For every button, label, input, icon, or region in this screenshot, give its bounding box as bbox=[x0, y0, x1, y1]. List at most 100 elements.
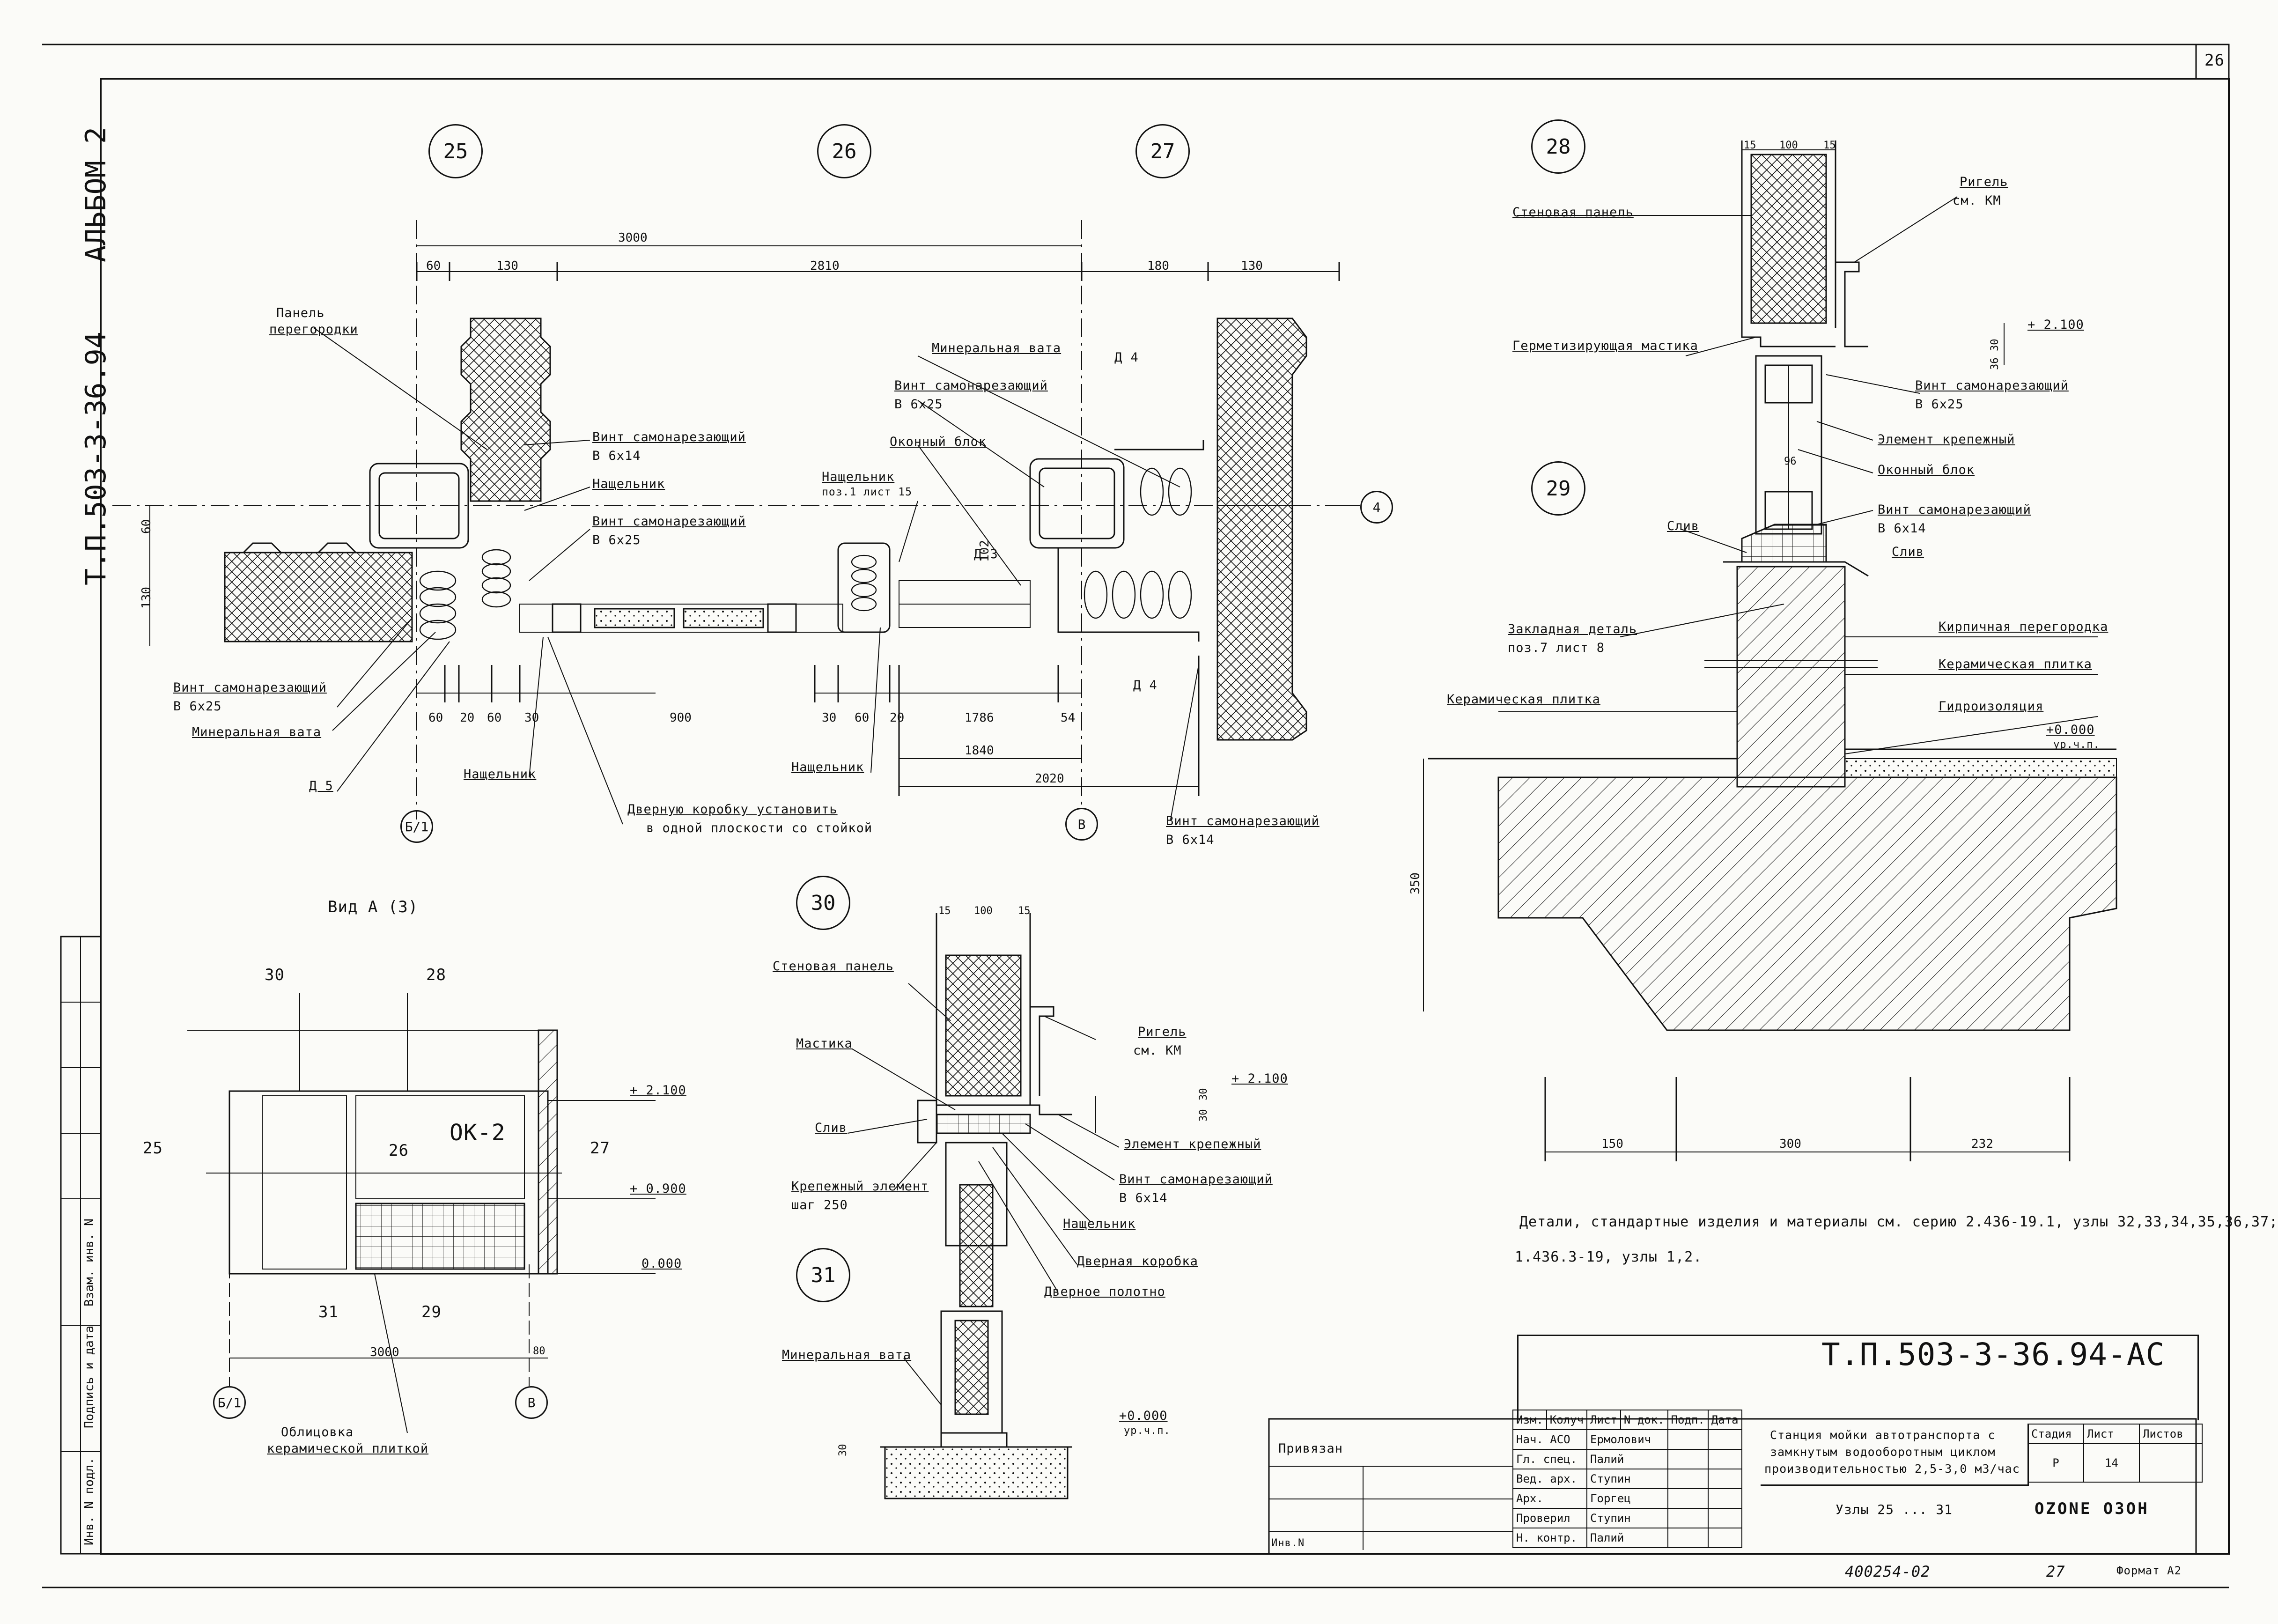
label-nachelnik-a: Нащельник bbox=[592, 477, 665, 491]
label-screw-left2: В 6х25 bbox=[173, 699, 222, 714]
person: Палий bbox=[1586, 1449, 1668, 1469]
signature-cell bbox=[1667, 1449, 1709, 1469]
title-code: Т.П.503-3-36.94-АС bbox=[1821, 1336, 2165, 1373]
signature-cell bbox=[1667, 1429, 1709, 1450]
d29-brick: Кирпичная перегородка bbox=[1939, 620, 2108, 634]
d30-screw2: В 6х14 bbox=[1119, 1191, 1168, 1205]
date-cell bbox=[1707, 1528, 1742, 1548]
hdr-list: Лист bbox=[1586, 1410, 1621, 1430]
d30-level: + 2.100 bbox=[1231, 1071, 1288, 1086]
signature-row: Н. контр. Палий bbox=[1512, 1528, 1742, 1548]
role: Нач. АСО bbox=[1512, 1429, 1588, 1450]
signature-cell bbox=[1667, 1488, 1709, 1509]
privyazan-label: Привязан bbox=[1278, 1441, 1343, 1456]
date-cell bbox=[1707, 1488, 1742, 1509]
d30-dim-15b: 15 bbox=[1018, 905, 1031, 917]
d31-dim-30: 30 bbox=[837, 1444, 849, 1457]
d28-level: + 2.100 bbox=[2027, 317, 2084, 332]
label-panel: Панель bbox=[276, 306, 325, 320]
d30-fix-elem-step2: шаг 250 bbox=[791, 1198, 848, 1212]
node-27-marker: 27 bbox=[1135, 124, 1190, 178]
dim-20-a: 20 bbox=[460, 711, 475, 725]
note-line-2: 1.436.3-19, узлы 1,2. bbox=[1515, 1249, 1703, 1265]
signatures-table: Изм. Колуч Лист N док. Подп. Дата Нач. А… bbox=[1512, 1410, 1742, 1548]
hdr-koluch: Колуч bbox=[1546, 1410, 1588, 1430]
role: Проверил bbox=[1512, 1508, 1588, 1528]
label-min-wool-left: Минеральная вата bbox=[192, 725, 322, 739]
view-a-level-0000: 0.000 bbox=[641, 1256, 682, 1271]
d30-fix-elem: Элемент крепежный bbox=[1124, 1137, 1261, 1152]
view-a-tile-note2: керамической плиткой bbox=[267, 1441, 429, 1456]
d29-waterproof: Гидроизоляция bbox=[1939, 699, 2044, 714]
label-screw-6x14-a2: В 6х14 bbox=[592, 449, 641, 463]
view-a-axis-b1: Б/1 bbox=[213, 1386, 246, 1419]
d30-door-frame: Дверная коробка bbox=[1077, 1254, 1198, 1269]
node-31-marker: 31 bbox=[796, 1248, 850, 1302]
d30-dim-100: 100 bbox=[974, 905, 993, 917]
d29-dim-96: 96 bbox=[1784, 456, 1797, 467]
side-stamp-signature: Подпись и дата bbox=[82, 1325, 96, 1428]
person: Ступин bbox=[1586, 1508, 1668, 1528]
label-partition: перегородки bbox=[269, 322, 358, 337]
label-nachelnik-b: Нащельник bbox=[822, 470, 895, 484]
label-nachelnik-d: Нащельник bbox=[791, 760, 864, 775]
d29-dim-150: 150 bbox=[1601, 1137, 1623, 1151]
node-28-marker: 28 bbox=[1531, 119, 1585, 174]
date-cell bbox=[1707, 1508, 1742, 1528]
ozone-logo: OZONE ОЗОН bbox=[2035, 1499, 2149, 1518]
label-screw-6x25-a: Винт самонарезающий bbox=[592, 514, 746, 529]
dim-60-top: 60 bbox=[426, 259, 441, 273]
sheet-name: Узлы 25 ... 31 bbox=[1836, 1502, 1953, 1517]
stage-table: Стадия Лист Листов Р 14 bbox=[2027, 1424, 2203, 1483]
view-a-dim-80: 80 bbox=[533, 1345, 546, 1357]
view-a-window-ok2: ОК-2 bbox=[450, 1120, 506, 1146]
label-door-frame-note2: в одной плоскости со стойкой bbox=[646, 821, 873, 835]
view-a-callout-26: 26 bbox=[389, 1141, 409, 1160]
sheet-value: 14 bbox=[2083, 1443, 2140, 1483]
dim-130-top-a: 130 bbox=[496, 259, 518, 273]
label-window-block: Оконный блок bbox=[890, 435, 987, 449]
view-a-level-0900: + 0.900 bbox=[630, 1181, 686, 1196]
detail-30-31 bbox=[847, 913, 1120, 1499]
d30-fix-elem-step: Крепежный элемент bbox=[791, 1179, 929, 1194]
dim-54: 54 bbox=[1061, 711, 1076, 725]
d28-window-block: Оконный блок bbox=[1878, 463, 1975, 477]
signature-cell bbox=[1667, 1508, 1709, 1528]
label-d4-a: Д 4 bbox=[1114, 350, 1139, 365]
hdr-podp: Подп. bbox=[1667, 1410, 1709, 1430]
d29-embed2: поз.7 лист 8 bbox=[1508, 641, 1605, 655]
side-stamp-replace: Взам. инв. N bbox=[82, 1218, 96, 1307]
view-a-callout-30: 30 bbox=[265, 966, 285, 984]
hdr-izm: Изм. bbox=[1512, 1410, 1547, 1430]
label-screw-6x25-a2: В 6х25 bbox=[592, 533, 641, 547]
stage-header: Стадия bbox=[2027, 1424, 2084, 1444]
page-number: 27 bbox=[2046, 1563, 2065, 1580]
d30-dim-30b: 30 bbox=[1198, 1109, 1209, 1122]
d30-nachelnik: Нащельник bbox=[1063, 1217, 1136, 1231]
d28-dim-30: 30 bbox=[1989, 339, 2001, 352]
signature-cell bbox=[1667, 1528, 1709, 1548]
date-cell bbox=[1707, 1449, 1742, 1469]
d29-level: +0.000 bbox=[2046, 723, 2095, 737]
detail-28-29 bbox=[1423, 140, 2117, 1161]
hdr-data: Дата bbox=[1707, 1410, 1742, 1430]
d29-screw: Винт самонарезающий bbox=[1878, 502, 2031, 517]
project-line-2: замкнутым водооборотным циклом bbox=[1770, 1445, 1996, 1459]
d30-screw: Винт самонарезающий bbox=[1119, 1172, 1273, 1187]
d28-dim-36: 36 bbox=[1989, 357, 2001, 370]
project-line-3: производительностью 2,5-3,0 м3/час bbox=[1764, 1462, 2020, 1476]
dim-60-b: 60 bbox=[487, 711, 502, 725]
side-stamp-inv: Инв. N подл. bbox=[82, 1457, 96, 1545]
role: Гл. спец. bbox=[1512, 1449, 1588, 1469]
hdr-ndok: N док. bbox=[1620, 1410, 1668, 1430]
dim-20-b: 20 bbox=[890, 711, 905, 725]
dim-3000: 3000 bbox=[618, 231, 648, 245]
signature-row: Проверил Ступин bbox=[1512, 1508, 1742, 1528]
d29-embed: Закладная деталь bbox=[1508, 622, 1637, 636]
d28-rigel: Ригель bbox=[1960, 175, 2008, 189]
label-screw-right2: В 6х14 bbox=[1166, 833, 1215, 847]
d28-wall-panel: Стеновая панель bbox=[1512, 205, 1634, 220]
date-cell bbox=[1707, 1469, 1742, 1489]
d29-screw2: В 6х14 bbox=[1878, 521, 1926, 536]
